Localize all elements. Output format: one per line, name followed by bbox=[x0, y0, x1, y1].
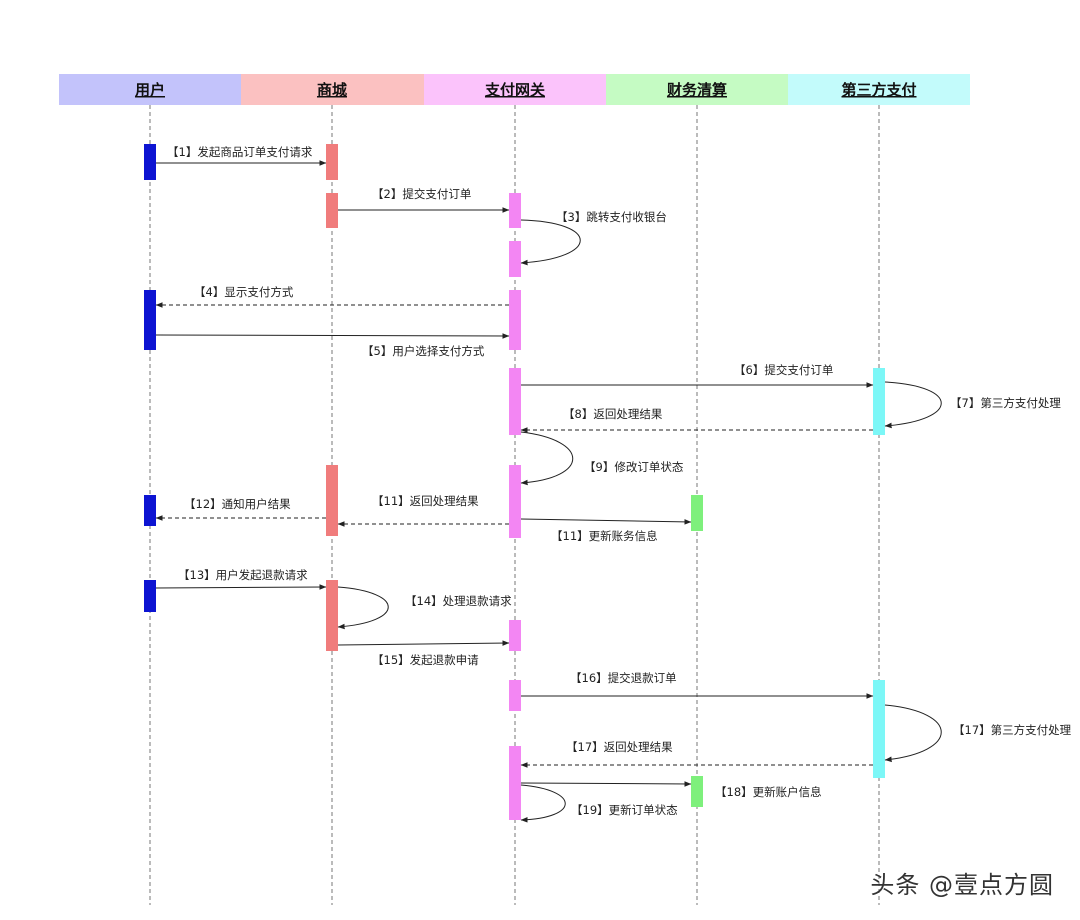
activation-mall-3 bbox=[326, 465, 338, 536]
label-m12: 【12】通知用户结果 bbox=[184, 497, 291, 511]
header-row: 用户 商城 支付网关 财务清算 第三方支付 bbox=[59, 74, 970, 105]
activations bbox=[144, 144, 885, 820]
activation-thirdparty-2 bbox=[873, 680, 885, 778]
label-m13: 【13】用户发起退款请求 bbox=[178, 568, 308, 582]
label-m18: 【18】更新账户信息 bbox=[715, 785, 822, 799]
arrow-m7 bbox=[884, 381, 942, 429]
label-m3: 【3】跳转支付收银台 bbox=[556, 210, 667, 224]
activation-gateway-4 bbox=[509, 368, 521, 435]
header-label-user: 用户 bbox=[135, 81, 165, 99]
watermark: 头条 @壹点方圆 bbox=[870, 871, 1054, 899]
activation-finance-1 bbox=[691, 495, 703, 531]
activation-user-3 bbox=[144, 495, 156, 526]
label-m2: 【2】提交支付订单 bbox=[372, 187, 471, 201]
label-m4: 【4】显示支付方式 bbox=[194, 285, 294, 299]
header-band-gateway bbox=[424, 74, 606, 105]
label-m16: 【16】提交退款订单 bbox=[570, 671, 677, 685]
arrow-m17a bbox=[884, 704, 942, 763]
activation-user-2 bbox=[144, 290, 156, 350]
header-band-finance bbox=[606, 74, 788, 105]
message-labels: 【1】发起商品订单支付请求 【2】提交支付订单 【3】跳转支付收银台 【4】显示… bbox=[167, 145, 1072, 817]
label-m7: 【7】第三方支付处理 bbox=[950, 396, 1061, 410]
activation-mall-2 bbox=[326, 193, 338, 228]
header-band-user bbox=[59, 74, 241, 105]
label-m17a: 【17】第三方支付处理 bbox=[953, 723, 1072, 737]
label-m17b: 【17】返回处理结果 bbox=[566, 740, 673, 754]
header-band-mall bbox=[241, 74, 424, 105]
arrow-m13 bbox=[155, 584, 327, 590]
activation-gateway-8 bbox=[509, 746, 521, 820]
header-label-finance: 财务清算 bbox=[667, 81, 727, 99]
activation-gateway-7 bbox=[509, 680, 521, 711]
arrow-m19 bbox=[520, 784, 566, 823]
header-label-gateway: 支付网关 bbox=[484, 81, 545, 99]
activation-mall-4 bbox=[326, 580, 338, 651]
label-m11b: 【11】更新账务信息 bbox=[551, 529, 658, 543]
activation-user-1 bbox=[144, 144, 156, 180]
message-arrows bbox=[155, 160, 942, 823]
label-m9: 【9】修改订单状态 bbox=[584, 460, 684, 474]
header-label-mall: 商城 bbox=[317, 81, 347, 99]
arrow-m9 bbox=[520, 431, 574, 486]
activation-gateway-2 bbox=[509, 241, 521, 277]
activation-gateway-1 bbox=[509, 193, 521, 228]
activation-finance-2 bbox=[691, 776, 703, 807]
activation-gateway-6 bbox=[509, 620, 521, 651]
arrow-m11b bbox=[520, 518, 692, 525]
label-m14: 【14】处理退款请求 bbox=[405, 594, 512, 608]
activation-gateway-5 bbox=[509, 465, 521, 538]
activation-gateway-3 bbox=[509, 290, 521, 350]
label-m5: 【5】用户选择支付方式 bbox=[362, 344, 485, 358]
label-m6: 【6】提交支付订单 bbox=[734, 363, 833, 377]
label-m15: 【15】发起退款申请 bbox=[372, 653, 479, 667]
label-m19: 【19】更新订单状态 bbox=[571, 803, 678, 817]
activation-mall-1 bbox=[326, 144, 338, 180]
arrow-m18 bbox=[520, 781, 692, 787]
arrow-m5 bbox=[155, 333, 510, 339]
activation-thirdparty-1 bbox=[873, 368, 885, 435]
arrow-m15 bbox=[337, 640, 510, 646]
label-m11a: 【11】返回处理结果 bbox=[372, 494, 479, 508]
activation-user-4 bbox=[144, 580, 156, 612]
arrow-m14 bbox=[337, 586, 389, 630]
header-label-thirdparty: 第三方支付 bbox=[841, 81, 916, 99]
header-band-thirdparty bbox=[788, 74, 970, 105]
arrow-m3 bbox=[520, 219, 581, 266]
label-m1: 【1】发起商品订单支付请求 bbox=[167, 145, 313, 159]
label-m8: 【8】返回处理结果 bbox=[563, 407, 663, 421]
